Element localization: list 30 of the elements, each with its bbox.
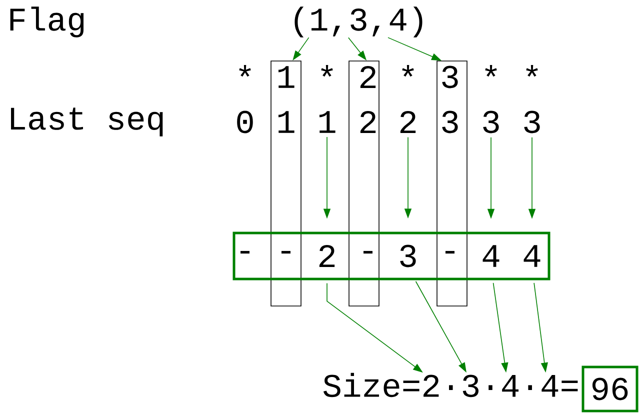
- asterisk: *: [402, 65, 414, 77]
- asterisk: *: [321, 65, 333, 77]
- column-box: [348, 60, 380, 306]
- digit: 1: [278, 66, 294, 88]
- column-box: [270, 60, 302, 306]
- dash: -: [281, 250, 290, 254]
- row-label: Flag: [10, 6, 84, 38]
- tuple-text: (1,3,4): [294, 6, 422, 38]
- digit: 2: [360, 66, 376, 88]
- result-value: 3: [400, 244, 416, 268]
- result-value: 4: [524, 245, 540, 267]
- column-box: [436, 60, 468, 306]
- digit: 2: [360, 110, 376, 134]
- size-formula: Size=2·3·4·4=: [323, 372, 578, 398]
- sequence-digit: 3: [524, 110, 540, 134]
- sequence-digit: 3: [483, 110, 499, 134]
- digit: 0: [237, 110, 253, 134]
- sequence-digit: 2: [400, 110, 416, 134]
- row-label: Last seq: [11, 108, 163, 136]
- dash: -: [445, 250, 454, 254]
- sequence-digit: 1: [320, 111, 336, 133]
- result-value: 4: [482, 245, 500, 267]
- asterisk: *: [239, 65, 251, 77]
- total-box: 96: [582, 366, 638, 412]
- asterisk: *: [526, 65, 538, 77]
- result-value: 2: [319, 244, 335, 268]
- digit: 3: [442, 66, 458, 88]
- digit: 1: [278, 111, 294, 133]
- digit: 3: [442, 110, 458, 134]
- dash: -: [363, 250, 372, 254]
